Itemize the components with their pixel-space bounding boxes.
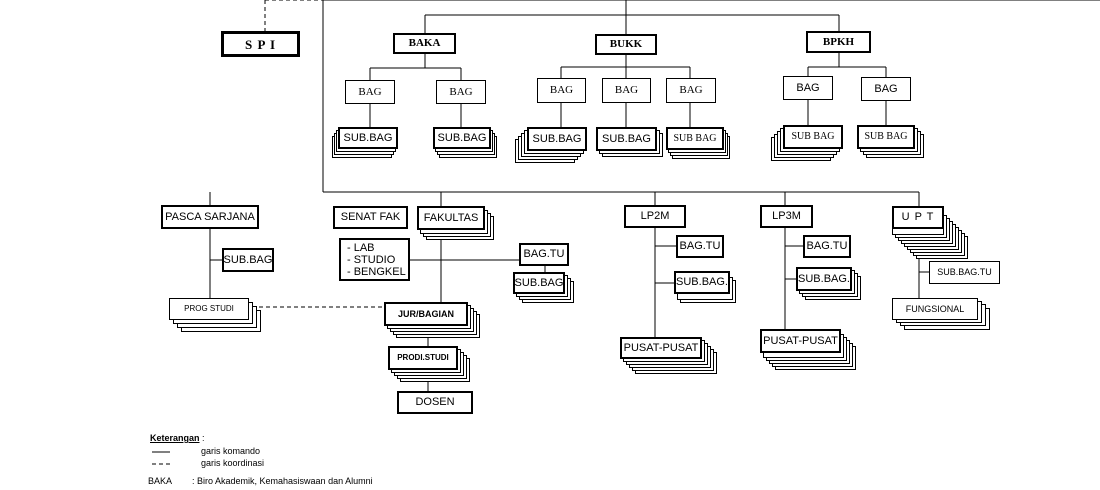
pasca-sarjana-box: PASCA SARJANA (161, 205, 259, 229)
bukk-subbag-3: SUB BAG (666, 127, 724, 150)
baka-subbag-2: SUB.BAG (433, 127, 491, 149)
fakultas-box: FAKULTAS (417, 206, 485, 230)
baka-bag-2: BAG (436, 80, 486, 104)
dosen-box: DOSEN (397, 391, 473, 414)
legend-dashed-label: garis koordinasi (201, 458, 265, 468)
legend-abbr-baka: BAKA (148, 476, 173, 486)
upt-box: U P T (892, 206, 944, 229)
bukk-bag-1: BAG (537, 78, 586, 103)
lp3m-bag-tu-box: BAG.TU (803, 235, 851, 258)
bukk-subbag-2: SUB.BAG (596, 127, 657, 151)
baka-subbag-1: SUB.BAG (338, 127, 398, 149)
fak-bag-tu-box: BAG.TU (519, 243, 569, 266)
bukk-subbag-1: SUB.BAG (527, 127, 587, 151)
bukk-box: BUKK (595, 34, 657, 55)
lp2m-bag-tu-box: BAG.TU (676, 235, 724, 258)
lab-studio-bengkel-box: - LAB - STUDIO - BENGKEL (339, 238, 410, 281)
senat-fak-box: SENAT FAK (333, 206, 408, 229)
lp3m-pusat-box: PUSAT-PUSAT (760, 329, 841, 353)
lp2m-subbag-box: SUB.BAG. (674, 271, 730, 294)
prog-studi-box: PROG STUDI (169, 298, 249, 320)
bpkh-bag-2: BAG (861, 77, 911, 101)
bpkh-box: BPKH (806, 31, 871, 53)
lp2m-box: LP2M (624, 205, 686, 228)
baka-box: BAKA (393, 33, 456, 54)
jur-bagian-box: JUR/BAGIAN (384, 302, 468, 326)
lp3m-box: LP3M (760, 205, 813, 228)
bpkh-subbag-1: SUB BAG (783, 125, 843, 149)
prodi-studi-box: PRODI.STUDI (388, 346, 458, 370)
bukk-bag-3: BAG (666, 78, 716, 103)
bpkh-bag-1: BAG (783, 76, 833, 100)
lp3m-subbag-box: SUB.BAG. (796, 267, 852, 291)
bpkh-subbag-2: SUB BAG (857, 125, 915, 149)
baka-bag-1: BAG (345, 80, 395, 104)
spi-box: S P I (221, 31, 300, 57)
legend-desc-baka: : Biro Akademik, Kemahasiswaan dan Alumn… (192, 476, 373, 486)
upt-subbag-tu-box: SUB.BAG.TU (929, 261, 1000, 284)
bukk-bag-2: BAG (602, 78, 651, 103)
legend-solid-label: garis komando (201, 446, 261, 456)
fungsional-box: FUNGSIONAL (892, 298, 978, 320)
lp2m-pusat-box: PUSAT-PUSAT (620, 337, 702, 359)
legend-title: Keterangan : (150, 434, 205, 443)
fak-subbag-box: SUB.BAG (513, 272, 565, 294)
legend-title-suffix: : (199, 433, 205, 443)
pasca-subbag-box: SUB.BAG (222, 248, 274, 272)
legend-title-text: Keterangan (150, 433, 200, 443)
